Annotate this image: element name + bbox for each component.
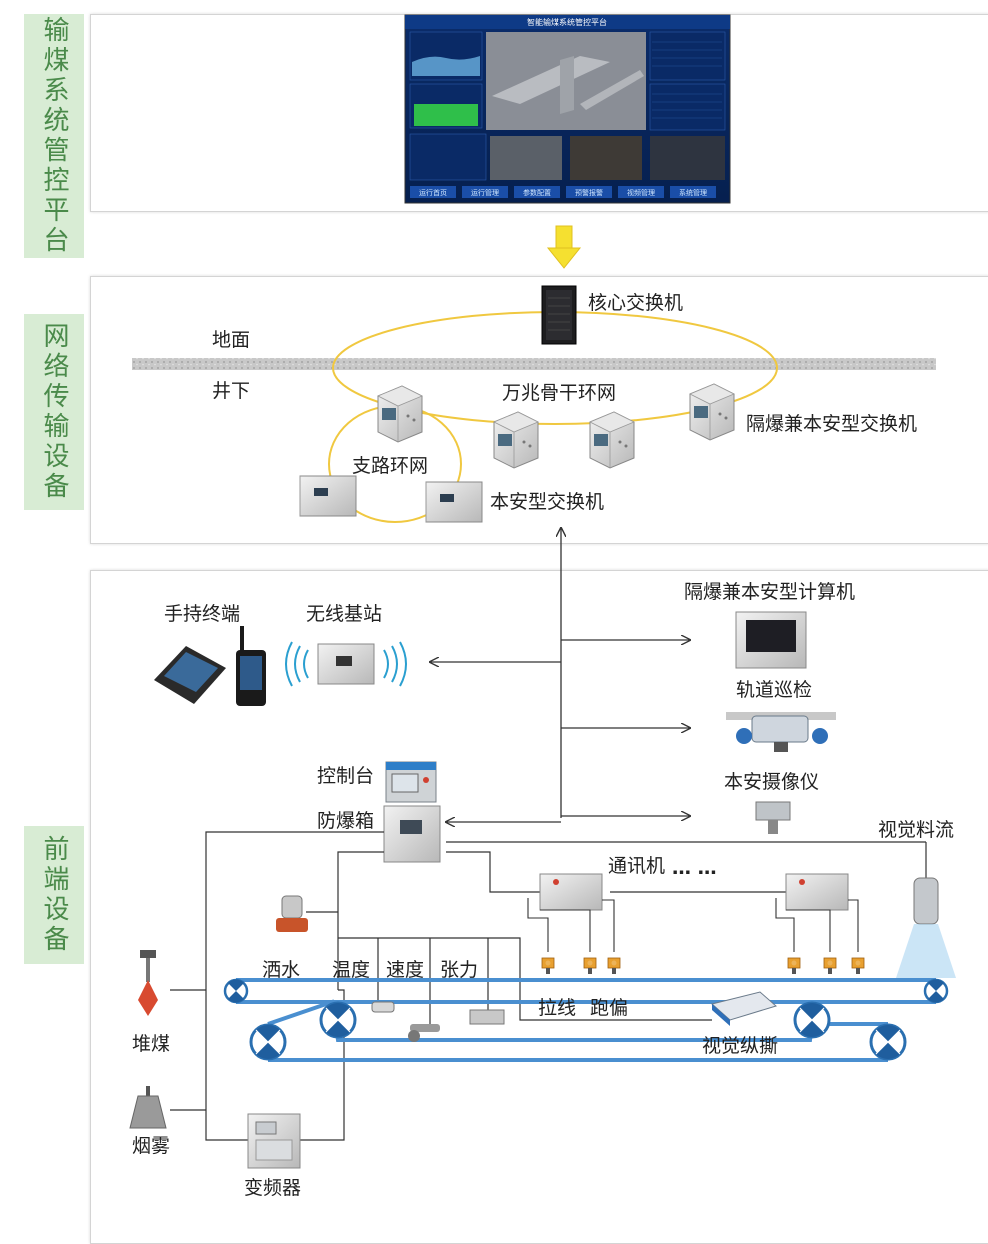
- screen-button[interactable]: [618, 186, 664, 198]
- vision-tear-label: 视觉纵撕: [702, 1035, 778, 1057]
- spray-valve-icon: [276, 895, 308, 932]
- console-label: 控制台: [317, 765, 374, 787]
- comm-unit-icon: [785, 873, 849, 911]
- screen-button-label: 参数配置: [523, 188, 551, 197]
- ground-band: [132, 358, 936, 370]
- pulley-icon: [249, 1023, 287, 1061]
- comm-unit-icon: [539, 873, 603, 911]
- pull-cord-sensor-icon: [823, 957, 837, 975]
- comm-unit-dots: … …: [672, 857, 717, 879]
- screen-button-label: 运行管理: [471, 188, 499, 197]
- pile-sensor-icon: [138, 950, 158, 1016]
- pull-cord-label: 拉线: [538, 997, 576, 1019]
- platform-screen: 智能输煤系统管控平台 运行首页 运行管理: [404, 14, 731, 204]
- screen-button-label: 运行首页: [419, 188, 447, 197]
- comm-unit-label: 通讯机: [608, 855, 665, 877]
- left-bus: [205, 831, 384, 1141]
- screen-button-bar: 运行首页 运行管理 参数配置 预警报警 视频管理 系统管理: [410, 186, 716, 198]
- line-inverter: [300, 989, 345, 1141]
- screen-button[interactable]: [410, 186, 456, 198]
- intrinsic-switch-label: 本安型交换机: [490, 491, 604, 513]
- pulley-icon: [869, 1023, 907, 1061]
- explosion-switch-label: 隔爆兼本安型交换机: [746, 413, 917, 435]
- backbone-ring-label: 万兆骨干环网: [502, 382, 616, 404]
- base-station-label: 无线基站: [306, 603, 382, 625]
- screen-title: 智能输煤系统管控平台: [527, 17, 607, 27]
- core-switch-label: 核心交换机: [588, 292, 683, 314]
- screen-button[interactable]: [566, 186, 612, 198]
- handheld-terminal-icon: [154, 626, 266, 706]
- comm-sensor-wires: [527, 898, 859, 952]
- pulley-icon: [793, 1001, 831, 1039]
- explosion-computer-icon: [735, 611, 807, 669]
- speed-sensor-icon: [408, 1024, 440, 1042]
- deviation-sensor-icon: [851, 957, 865, 975]
- pulley-icon: [223, 978, 249, 1004]
- tension-sensor-icon: [469, 1009, 505, 1025]
- temperature-sensor-icon: [371, 1001, 395, 1013]
- rail-robot-icon: [726, 712, 836, 752]
- explosion-switch-icon: [689, 383, 735, 441]
- down-arrow-icon: [546, 225, 582, 269]
- console-icon: [385, 761, 437, 803]
- pulley-icon: [319, 1001, 357, 1039]
- screen-button-label: 预警报警: [575, 188, 603, 197]
- pull-cord-sensor-icon: [541, 957, 555, 975]
- section-label-frontend-text: 前端设备: [39, 835, 69, 955]
- rail-inspection-label: 轨道巡检: [736, 679, 812, 701]
- explosion-switch-icon: [493, 411, 539, 469]
- core-switch-rack-icon: [541, 285, 577, 345]
- panel-network: [90, 276, 988, 544]
- pull-cord-sensor-icon: [583, 957, 597, 975]
- tension-label: 张力: [440, 959, 478, 981]
- ground-label: 地面: [212, 329, 250, 351]
- base-station-icon: [285, 641, 407, 687]
- inverter-label: 变频器: [244, 1177, 301, 1199]
- explosion-switch-icon: [589, 411, 635, 469]
- speed-label: 速度: [386, 959, 424, 981]
- screen-button-label: 视频管理: [627, 188, 655, 197]
- pulley-icon: [923, 978, 949, 1004]
- computer-label: 隔爆兼本安型计算机: [684, 581, 855, 603]
- line-comm: [446, 851, 540, 893]
- screen-button[interactable]: [670, 186, 716, 198]
- section-label-network: 网络传输设备: [24, 314, 84, 510]
- camera-label: 本安摄像仪: [724, 771, 819, 793]
- pile-label: 堆煤: [132, 1033, 170, 1055]
- branch-ring-label: 支路环网: [352, 455, 428, 477]
- inverter-icon: [247, 1113, 301, 1169]
- smoke-label: 烟雾: [132, 1135, 170, 1157]
- vision-flow-label: 视觉料流: [878, 819, 954, 841]
- sensor-bus: [337, 851, 384, 990]
- explosion-box-label: 防爆箱: [317, 810, 374, 832]
- spray-label: 洒水: [262, 959, 300, 981]
- underground-label: 井下: [212, 380, 250, 402]
- section-label-network-text: 网络传输设备: [39, 322, 69, 502]
- screen-button[interactable]: [462, 186, 508, 198]
- explosion-box-icon: [383, 805, 441, 863]
- section-label-platform: 输煤系统管控平台: [24, 14, 84, 258]
- intrinsic-switch-icon: [299, 475, 357, 517]
- explosion-switch-icon: [377, 385, 423, 443]
- vision-camera-icon: [896, 877, 956, 978]
- smoke-sensor-icon: [129, 1086, 167, 1129]
- deviation-label: 跑偏: [590, 997, 628, 1019]
- section-label-frontend: 前端设备: [24, 826, 84, 964]
- section-label-platform-text: 输煤系统管控平台: [39, 16, 69, 256]
- camera-icon: [755, 801, 791, 834]
- handheld-label: 手持终端: [164, 603, 240, 625]
- screen-button[interactable]: [514, 186, 560, 198]
- deviation-sensor-icon: [607, 957, 621, 975]
- temperature-label: 温度: [332, 959, 370, 981]
- pull-cord-sensor-icon: [787, 957, 801, 975]
- intrinsic-switch-icon: [425, 481, 483, 523]
- screen-button-label: 系统管理: [679, 188, 707, 197]
- vision-tear-icon: [710, 991, 778, 1026]
